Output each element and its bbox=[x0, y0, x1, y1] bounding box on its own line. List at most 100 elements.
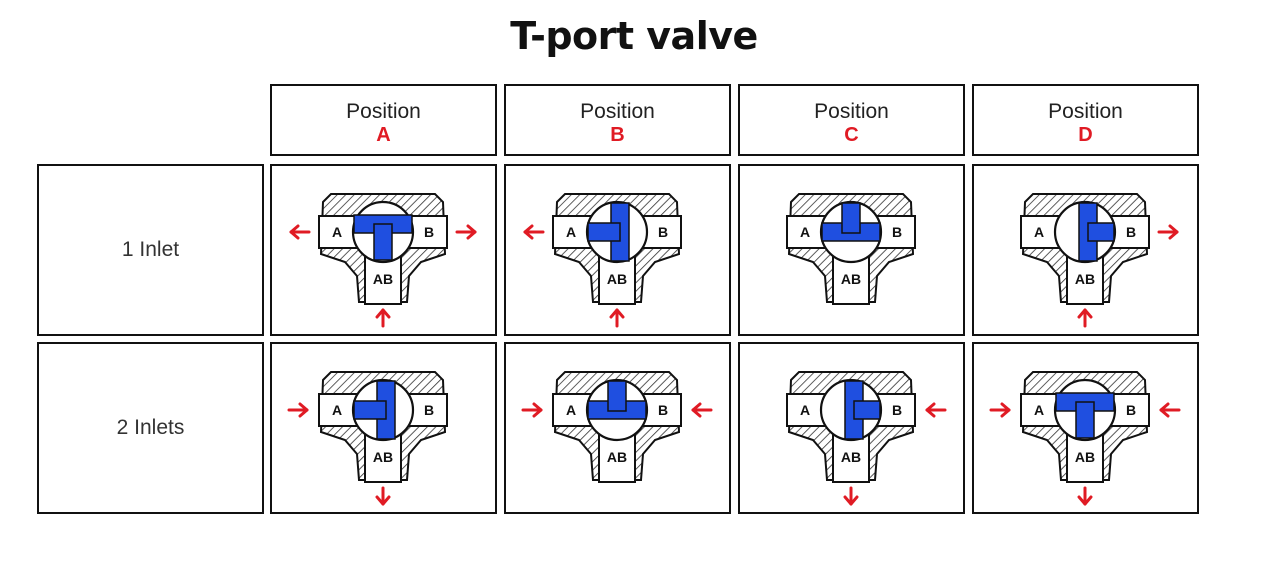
inlet-arrow-left-head bbox=[532, 402, 543, 418]
row-label-text: 2 Inlets bbox=[116, 416, 185, 439]
port-a-label: A bbox=[1034, 402, 1044, 418]
port-a bbox=[786, 215, 828, 249]
flow-arrows bbox=[523, 224, 625, 328]
flow-channel-stem bbox=[1087, 222, 1115, 242]
outlet-arrow-left-head bbox=[523, 224, 534, 240]
inlet-arrow-bottom-head bbox=[609, 308, 625, 319]
outlet-arrow-bottom-head bbox=[843, 495, 859, 506]
header-letter: A bbox=[376, 124, 391, 146]
outlet-arrow-bottom-head bbox=[375, 495, 391, 506]
port-b-label: B bbox=[658, 224, 668, 240]
port-ab-label: AB bbox=[1075, 449, 1095, 465]
flow-channel-stem bbox=[587, 222, 621, 242]
inlet-arrow-left-head bbox=[1000, 402, 1011, 418]
port-a-label: A bbox=[566, 224, 576, 240]
flow-channel bbox=[1055, 392, 1115, 439]
row-label-text: 1 Inlet bbox=[121, 238, 180, 261]
inlet-arrow-right-head bbox=[1159, 402, 1170, 418]
port-b-label: B bbox=[1126, 402, 1136, 418]
port-b-label: B bbox=[424, 402, 434, 418]
header-position-d: Position D bbox=[972, 84, 1199, 156]
flow-arrows bbox=[843, 402, 947, 506]
port-a-label: A bbox=[566, 402, 576, 418]
flow-arrows bbox=[1077, 224, 1179, 328]
inlet-arrow-right-head bbox=[925, 402, 936, 418]
flow-channel bbox=[587, 202, 630, 262]
port-a-label: A bbox=[800, 224, 810, 240]
header-word: Position bbox=[346, 100, 421, 123]
port-ab-label: AB bbox=[841, 449, 861, 465]
port-a-label: A bbox=[800, 402, 810, 418]
inlet-arrow-bottom-head bbox=[1077, 308, 1093, 319]
port-b-label: B bbox=[1126, 224, 1136, 240]
flow-channel bbox=[821, 202, 881, 242]
header-letter: B bbox=[610, 124, 625, 146]
flow-channel bbox=[587, 380, 647, 420]
outlet-arrow-right-head bbox=[1168, 224, 1179, 240]
port-ab-label: AB bbox=[841, 271, 861, 287]
flow-channel bbox=[353, 380, 396, 440]
inlet-arrow-right-head bbox=[691, 402, 702, 418]
port-a-label: A bbox=[332, 402, 342, 418]
port-ab-label: AB bbox=[1075, 271, 1095, 287]
port-ab-label: AB bbox=[607, 449, 627, 465]
flow-channel-stem bbox=[841, 202, 861, 234]
row-label-2-inlets: 2 Inlets bbox=[37, 342, 264, 514]
flow-channel-stem bbox=[1075, 401, 1095, 439]
flow-arrows bbox=[287, 402, 391, 506]
header-word: Position bbox=[580, 100, 655, 123]
inlet-arrow-bottom-head bbox=[375, 308, 391, 319]
flow-arrows bbox=[289, 224, 477, 328]
port-b-label: B bbox=[658, 402, 668, 418]
header-letter: C bbox=[844, 124, 859, 146]
header-word: Position bbox=[814, 100, 889, 123]
flow-channel-stem bbox=[607, 380, 627, 412]
row-label-1-inlet: 1 Inlet bbox=[37, 164, 264, 336]
outlet-arrow-bottom-head bbox=[1077, 495, 1093, 506]
port-b-label: B bbox=[892, 224, 902, 240]
diagram-title: T-port valve bbox=[510, 14, 758, 58]
header-word: Position bbox=[1048, 100, 1123, 123]
header-position-a: Position A bbox=[270, 84, 497, 156]
flow-channel bbox=[353, 214, 413, 261]
inlet-arrow-left-head bbox=[298, 402, 309, 418]
flow-channel-stem bbox=[853, 400, 881, 420]
port-a-label: A bbox=[1034, 224, 1044, 240]
flow-channel bbox=[1078, 202, 1115, 262]
flow-channel-stem bbox=[353, 400, 387, 420]
port-b-label: B bbox=[892, 402, 902, 418]
header-letter: D bbox=[1078, 124, 1093, 146]
flow-arrows bbox=[989, 402, 1181, 506]
port-ab-label: AB bbox=[373, 271, 393, 287]
flow-arrows bbox=[521, 402, 713, 418]
flow-channel-stem bbox=[373, 223, 393, 261]
header-position-c: Position C bbox=[738, 84, 965, 156]
port-ab-label: AB bbox=[607, 271, 627, 287]
outlet-arrow-right-head bbox=[466, 224, 477, 240]
header-position-b: Position B bbox=[504, 84, 731, 156]
port-ab-label: AB bbox=[373, 449, 393, 465]
